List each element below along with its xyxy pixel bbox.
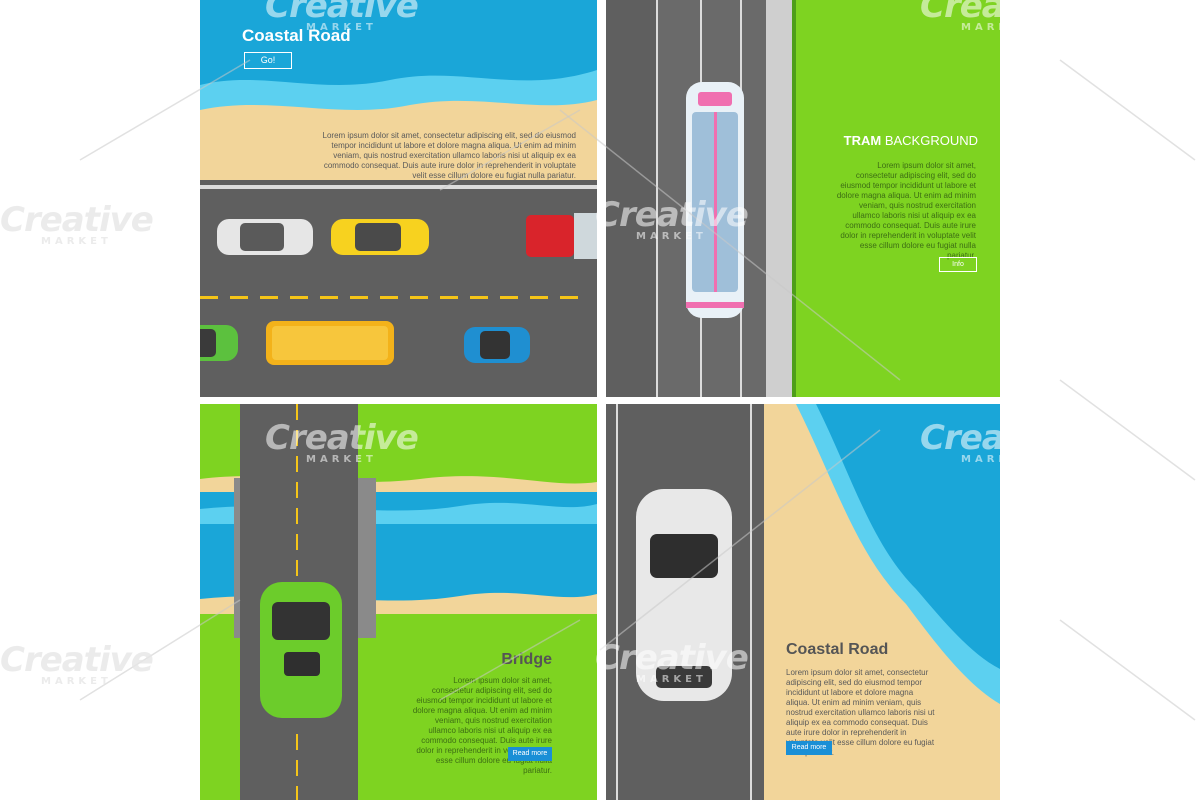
bridge-body: Lorem ipsum dolor sit amet, consectetur …	[412, 676, 552, 775]
car-green-icon	[200, 325, 238, 361]
bus-yellow-icon	[266, 321, 394, 365]
coastal-bottom-title: Coastal Road	[786, 641, 889, 658]
bridge-read-more-button[interactable]: Read more	[508, 747, 552, 761]
car-yellow-icon	[331, 219, 429, 255]
panel-coastal-road-top: Coastal Road Go! Lorem ipsum dolor sit a…	[200, 0, 597, 397]
panel-tram: TRAM BACKGROUND Lorem ipsum dolor sit am…	[606, 0, 1000, 397]
coastal-top-title: Coastal Road	[242, 26, 351, 45]
coastal-top-body: Lorem ipsum dolor sit amet, consectetur …	[322, 131, 576, 180]
bridge-scene	[200, 404, 597, 800]
truck-red-icon	[526, 213, 597, 259]
car-white-icon	[217, 219, 313, 255]
panel-coastal-road-bottom: Coastal Road Lorem ipsum dolor sit amet,…	[606, 404, 1000, 800]
car-blue-icon	[464, 327, 530, 363]
tram-title-bold: TRAM	[843, 133, 882, 148]
tram-title-light: BACKGROUND	[884, 133, 978, 148]
coastal-read-more-button[interactable]: Read more	[786, 741, 832, 755]
tram-title: TRAM BACKGROUND	[828, 133, 978, 148]
bridge-title: Bridge	[501, 651, 552, 668]
tram-body: Lorem ipsum dolor sit amet, consectetur …	[836, 161, 976, 260]
panel-bridge: Bridge Lorem ipsum dolor sit amet, conse…	[200, 404, 597, 800]
car-green-top-icon	[260, 582, 342, 718]
tram-icon	[686, 82, 744, 318]
car-silver-icon	[636, 489, 732, 701]
info-button[interactable]: Info	[939, 257, 977, 272]
go-button[interactable]: Go!	[244, 52, 292, 69]
